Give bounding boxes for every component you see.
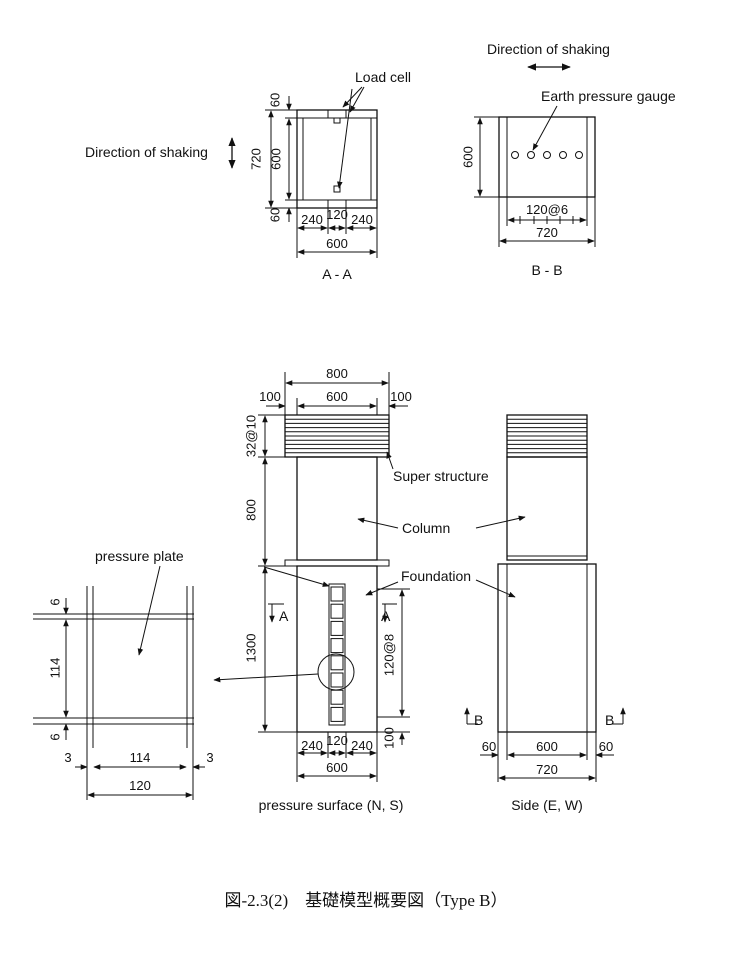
- direction-of-shaking-right-label: Direction of shaking: [487, 41, 610, 57]
- load-cell-top-icon: [333, 117, 341, 124]
- pressure-surface-label: pressure surface (N, S): [259, 797, 404, 813]
- section-bb-label: B - B: [531, 262, 562, 278]
- super-structure-plates: [285, 418, 389, 454]
- aa-inner-frame: [302, 117, 372, 201]
- flange-plate: [284, 559, 390, 567]
- pp-dim-6-top: 6: [47, 598, 62, 605]
- main-dim-100-bottom: 100: [381, 727, 396, 749]
- side-label: Side (E, W): [511, 797, 583, 813]
- side-foundation: [497, 563, 597, 733]
- aa-dim-600-h: 600: [326, 236, 348, 251]
- section-marker-a-right: A: [381, 608, 391, 624]
- pp-dim-114-v: 114: [47, 658, 62, 679]
- foundation: [296, 565, 378, 733]
- main-dim-600-bottom: 600: [326, 760, 348, 775]
- section-bb: Direction of shaking Earth pressure gaug…: [460, 41, 675, 278]
- gauge-4: [559, 151, 567, 159]
- figure-caption: 図-2.3(2) 基礎模型概要図（Type B）: [224, 891, 507, 910]
- earth-pressure-gauges: [511, 151, 583, 159]
- pp-dim-6-bottom: 6: [47, 733, 62, 740]
- side-column: [506, 456, 588, 561]
- aa-dim-240-left: 240: [301, 212, 323, 227]
- bb-dim-600-v: 600: [460, 146, 475, 168]
- gauge-3: [543, 151, 551, 159]
- gauge-2: [527, 151, 535, 159]
- side-super-structure-plates: [507, 418, 587, 454]
- pressure-plate-cell: [330, 620, 344, 636]
- main-dim-1300: 1300: [243, 634, 258, 663]
- pressure-plate-stack: [328, 583, 346, 726]
- pressure-plate-cell: [330, 586, 344, 602]
- main-dim-120-bottom: 120: [326, 733, 348, 748]
- aa-outer-frame: [296, 109, 378, 209]
- pressure-plate-cell: [330, 655, 344, 671]
- column-label: Column: [402, 520, 450, 536]
- main-dim-32at10: 32@10: [243, 415, 258, 457]
- main-dim-600-top: 600: [326, 389, 348, 404]
- detail-circle: [317, 653, 355, 691]
- super-structure-label: Super structure: [393, 468, 489, 484]
- main-dim-100-left: 100: [259, 389, 281, 404]
- side-dim-60-right: 60: [599, 739, 613, 754]
- pressure-surface-elevation: 800 600 100 100 32@10 800 1300: [213, 366, 489, 813]
- aa-dim-60-bot: 60: [267, 208, 282, 222]
- section-marker-a-left: A: [279, 608, 289, 624]
- side-dim-720: 720: [536, 762, 558, 777]
- pressure-plate-cell: [330, 689, 344, 705]
- aa-dim-600-v: 600: [268, 148, 283, 170]
- main-dim-100-right: 100: [390, 389, 412, 404]
- foundation-label: Foundation: [401, 568, 471, 584]
- side-dim-600: 600: [536, 739, 558, 754]
- load-cell-label: Load cell: [355, 69, 411, 85]
- section-aa: 60 720 600 60 240 120 240 600 A - A Load…: [85, 69, 411, 282]
- section-aa-label: A - A: [322, 266, 352, 282]
- pressure-plate-cell: [330, 672, 344, 688]
- pressure-plate-label: pressure plate: [95, 548, 184, 564]
- pressure-plate-cell: [330, 638, 344, 654]
- main-dim-240-right: 240: [351, 738, 373, 753]
- main-dim-800-column: 800: [243, 499, 258, 521]
- bb-dim-720: 720: [536, 225, 558, 240]
- side-elevation: B B 60 600 60 720 Side (E, W): [464, 414, 626, 813]
- aa-dim-120: 120: [326, 207, 348, 222]
- earth-pressure-gauge-label: Earth pressure gauge: [541, 88, 676, 104]
- main-dim-120at8: 120@8: [381, 634, 396, 676]
- pp-dim-3-right: 3: [206, 750, 213, 765]
- main-dim-800-top: 800: [326, 366, 348, 381]
- gauge-5: [575, 151, 583, 159]
- column: [296, 456, 378, 561]
- aa-dim-240-right: 240: [351, 212, 373, 227]
- aa-dim-720: 720: [248, 148, 263, 170]
- main-dim-240-left: 240: [301, 738, 323, 753]
- aa-dim-60-top: 60: [267, 93, 282, 107]
- pressure-plate-cell: [330, 706, 344, 722]
- pp-dim-114-h: 114: [130, 750, 151, 765]
- pp-dim-120: 120: [129, 778, 151, 793]
- pp-dim-3-left: 3: [64, 750, 71, 765]
- pressure-plate-cell: [330, 603, 344, 619]
- pressure-plate-detail: pressure plate 6 114 6 3 114 3 120: [33, 548, 214, 800]
- side-dim-60-left: 60: [482, 739, 496, 754]
- bb-dim-120at6: 120@6: [526, 202, 568, 217]
- load-cell-bottom-icon: [333, 185, 341, 193]
- section-marker-b-right: B: [605, 712, 614, 728]
- direction-of-shaking-left-label: Direction of shaking: [85, 144, 208, 160]
- gauge-1: [511, 151, 519, 159]
- section-marker-b-left: B: [474, 712, 483, 728]
- bb-frame: [498, 116, 596, 198]
